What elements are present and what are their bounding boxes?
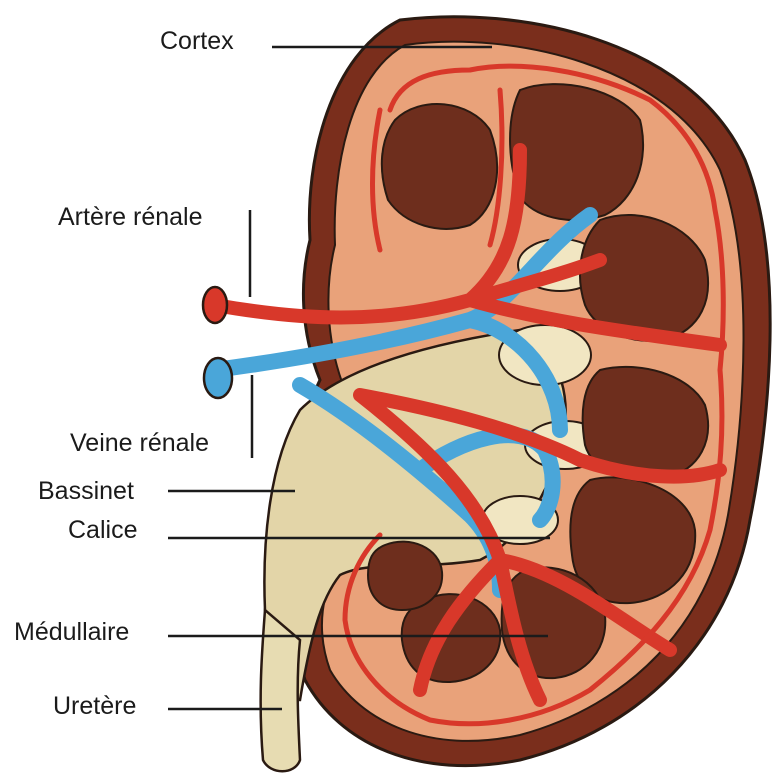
label-cortex: Cortex [160, 29, 234, 54]
medullary-pyramid [510, 84, 643, 220]
label-uretere: Uretère [53, 694, 136, 719]
artery-opening [203, 287, 227, 323]
medullary-pyramid [368, 542, 442, 610]
vein-opening [204, 358, 232, 398]
label-calice: Calice [68, 518, 137, 543]
ureter [261, 610, 300, 771]
medullary-pyramid [382, 104, 497, 229]
label-artere-renale: Artère rénale [58, 205, 203, 230]
label-bassinet: Bassinet [38, 479, 134, 504]
label-veine-renale: Veine rénale [70, 431, 209, 456]
label-medullaire: Médullaire [14, 620, 129, 645]
